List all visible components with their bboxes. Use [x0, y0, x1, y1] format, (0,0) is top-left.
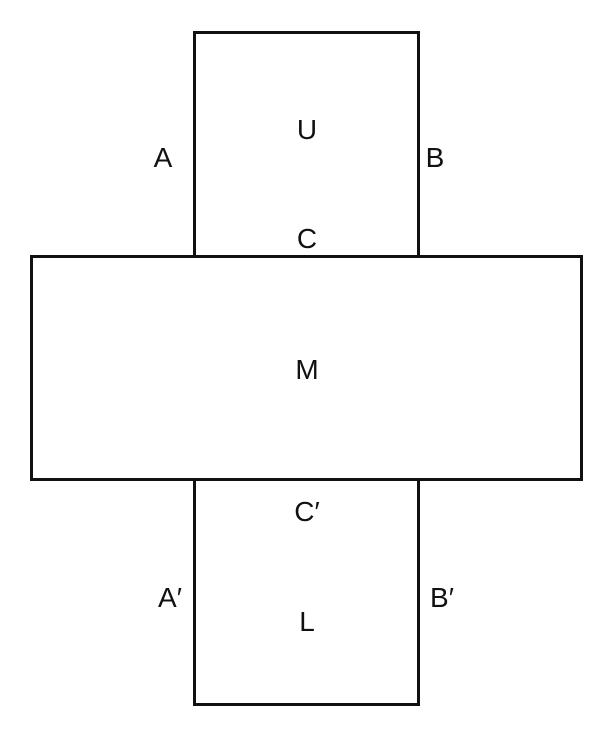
face-label-upper: U: [296, 114, 318, 145]
edge-label-lower-left: A′: [158, 582, 182, 613]
face-label-middle: M: [295, 354, 319, 385]
face-label-lower: L: [299, 606, 315, 637]
lower-panel: [193, 478, 420, 706]
upper-panel: [193, 31, 420, 259]
edge-label-lower-top: C′: [294, 496, 320, 527]
edge-label-upper-bottom: C: [296, 223, 318, 254]
edge-label-lower-right: B′: [430, 582, 454, 613]
middle-panel: [30, 255, 583, 481]
edge-label-upper-right: B: [425, 142, 445, 173]
edge-label-upper-left: A: [153, 142, 173, 173]
